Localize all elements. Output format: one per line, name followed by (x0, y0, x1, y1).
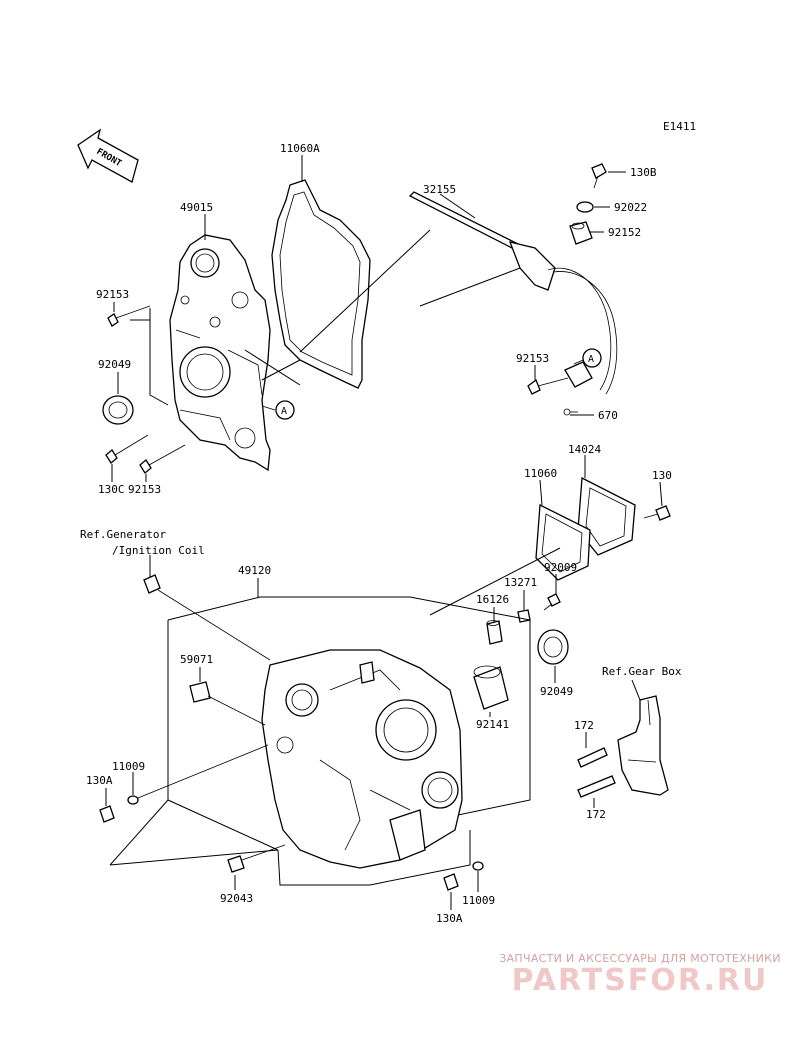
label-130A-bottom: 130A (436, 912, 463, 925)
grommet-92152 (569, 221, 593, 245)
bolt-92153-upper (107, 305, 151, 327)
dipstick-32155 (408, 191, 618, 416)
bolt-92153-right (527, 377, 569, 395)
label-92049-lower: 92049 (540, 685, 573, 698)
label-11009-left: 11009 (112, 760, 145, 773)
screw-92009 (543, 593, 561, 611)
label-14024: 14024 (568, 443, 601, 456)
callout-a-left (261, 400, 295, 420)
label-13271: 13271 (504, 576, 537, 589)
label-172-lower: 172 (586, 808, 606, 821)
pin-16126 (486, 620, 503, 645)
label-92141: 92141 (476, 718, 509, 731)
gasket-11060A (271, 179, 371, 389)
nut-13271 (517, 609, 531, 623)
label-130C: 130C (98, 483, 125, 496)
label-92009: 92009 (544, 561, 577, 574)
label-92043: 92043 (220, 892, 253, 905)
label-59071: 59071 (180, 653, 213, 666)
diagram-id: E1411 (663, 120, 696, 133)
label-11060A: 11060A (280, 142, 320, 155)
label-670: 670 (598, 409, 618, 422)
bolt-130C (105, 434, 149, 464)
label-172-upper: 172 (574, 719, 594, 732)
washer-11009-bottom (472, 861, 484, 871)
label-49015: 49015 (180, 201, 213, 214)
callout-a-left-letter: A (281, 406, 287, 417)
label-11009-bottom: 11009 (462, 894, 495, 907)
bolt-130A-left (99, 805, 115, 823)
label-16126: 16126 (476, 593, 509, 606)
plug-59071 (189, 681, 266, 726)
label-92153-lower: 92153 (128, 483, 161, 496)
label-11060: 11060 (524, 467, 557, 480)
front-arrow-icon (77, 128, 139, 183)
label-130B: 130B (630, 166, 657, 179)
watermark-logo: PARTSFOR.RU (511, 963, 769, 998)
leader-lines (105, 155, 663, 910)
label-32155: 32155 (423, 183, 456, 196)
crankcase-49120 (261, 649, 463, 869)
gasket-11060 (535, 503, 591, 581)
watermark-tagline: ЗАПЧАСТИ И АКСЕССУАРЫ ДЛЯ МОТОТЕХНИКИ (499, 952, 781, 965)
dowel-92043 (227, 844, 286, 873)
bushing-92141 (473, 665, 509, 710)
label-92022: 92022 (614, 201, 647, 214)
label-92049-upper: 92049 (98, 358, 131, 371)
plug-ref-generator (143, 574, 271, 661)
bolt-130 (643, 505, 671, 521)
label-92153-upper: 92153 (96, 288, 129, 301)
washer-11009-left (127, 744, 269, 805)
callout-a-right-letter: A (588, 354, 594, 365)
cover-14024 (577, 476, 636, 556)
stud-172-upper (577, 747, 608, 768)
label-130A-left: 130A (86, 774, 113, 787)
gear-box-bracket (617, 695, 669, 796)
watermark: ЗАПЧАСТИ И АКСЕССУАРЫ ДЛЯ МОТОТЕХНИКИ PA… (490, 952, 790, 997)
label-ref-generator-1: Ref.Generator (80, 528, 166, 541)
label-92153-right: 92153 (516, 352, 549, 365)
label-49120: 49120 (238, 564, 271, 577)
callout-a-right (573, 348, 602, 368)
bolt-130A-bottom (443, 873, 459, 891)
washer-92022 (576, 201, 594, 213)
bolt-130B (591, 163, 607, 189)
oil-seal-92049-upper (102, 395, 134, 425)
oil-seal-92049-lower (537, 629, 569, 665)
label-ref-generator-2: /Ignition Coil (112, 544, 205, 557)
label-ref-gear-box: Ref.Gear Box (602, 665, 682, 678)
timing-cover-49015 (169, 234, 271, 472)
bolt-92153-lower (139, 444, 186, 474)
stud-172-lower (577, 775, 616, 798)
label-130: 130 (652, 469, 672, 482)
label-92152: 92152 (608, 226, 641, 239)
